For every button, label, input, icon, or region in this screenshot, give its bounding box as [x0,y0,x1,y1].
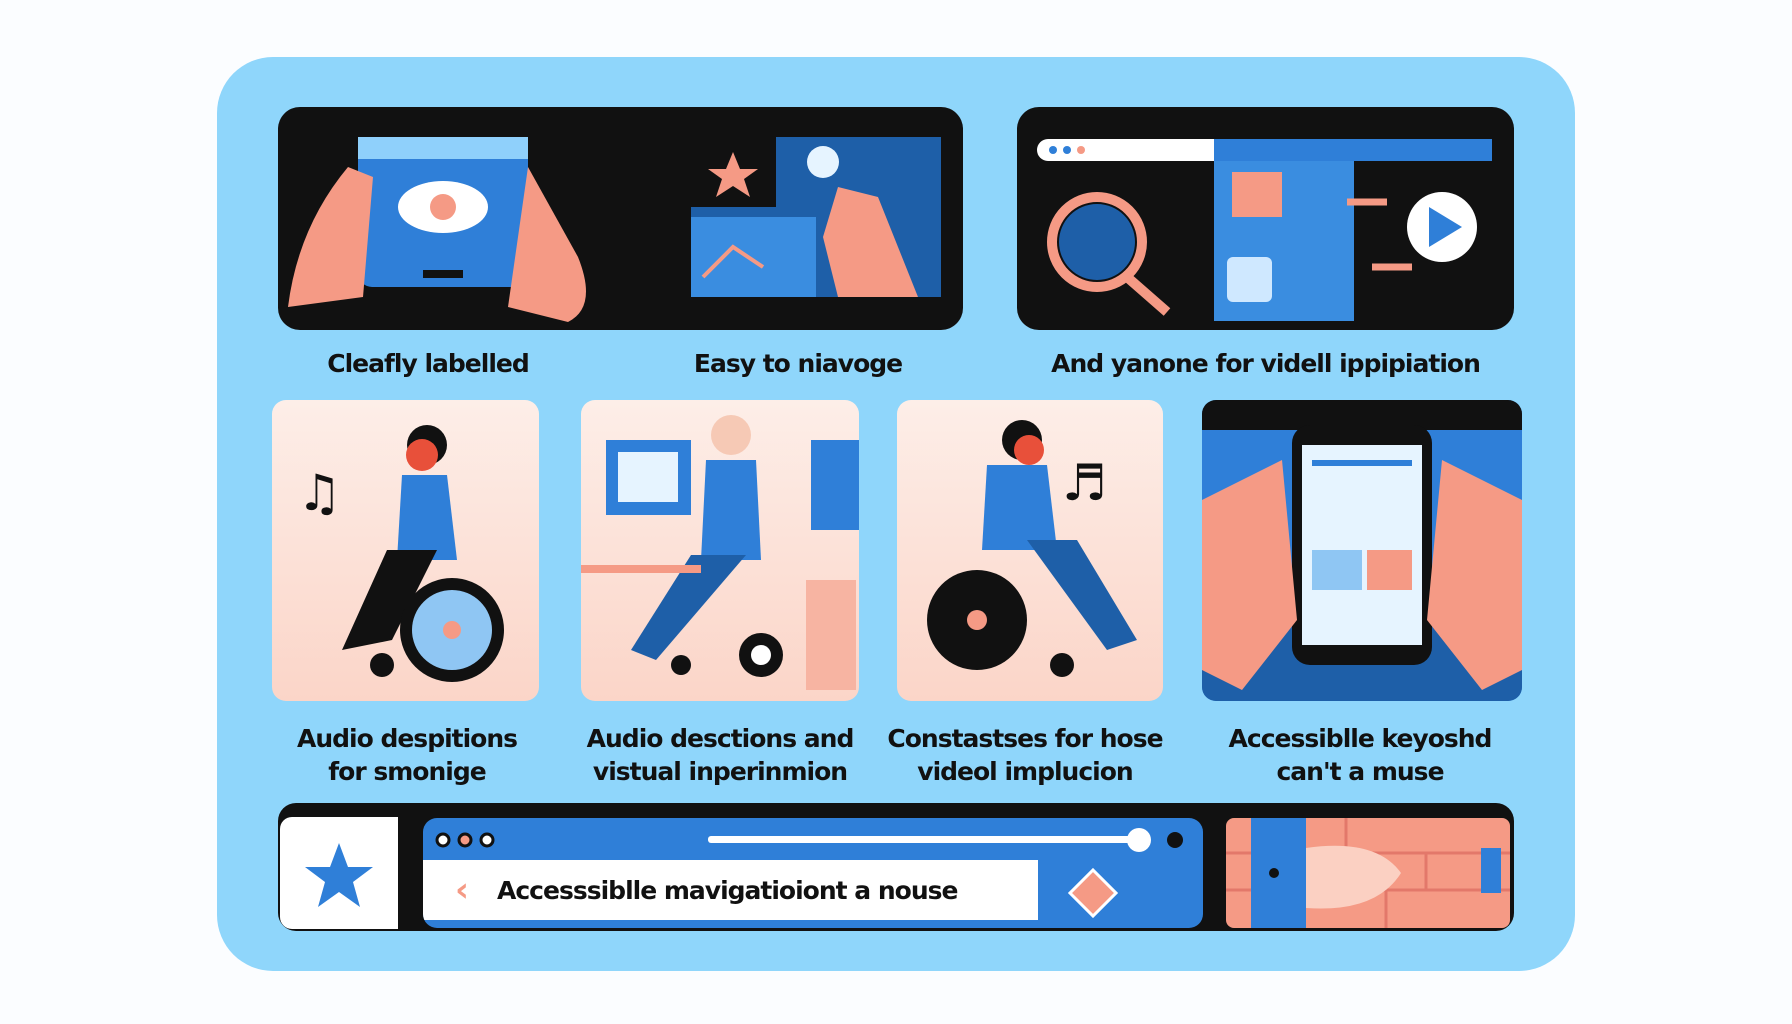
address-field[interactable]: ‹ Accesssiblle mavigatioiont a nouse [423,860,1038,920]
middle-label-4-line2: can't a muse [1276,757,1444,786]
bottom-navigation-bar: ‹ Accesssiblle mavigatioiont a nouse [278,803,1514,931]
middle-label-2-line2: vistual inperinmion [592,757,848,786]
video-player-illustration [1017,107,1514,330]
wheelchair-sound-illustration: ♬ [897,400,1163,701]
middle-label-4-line1: Accessiblle keyoshd [1228,724,1493,753]
svg-text:♬: ♬ [1062,454,1107,512]
window-dot-icon [479,832,495,848]
middle-label-1: Audio despitions for smonige [262,722,552,788]
window-dot-icon [457,832,473,848]
browser-window: ‹ Accesssiblle mavigatioiont a nouse [423,818,1203,928]
svg-text:♫: ♫ [297,464,342,522]
back-chevron-icon[interactable]: ‹ [455,870,470,910]
address-text: Accesssiblle mavigatioiont a nouse [497,875,958,905]
middle-label-4: Accessiblle keyoshd can't a muse [1215,722,1505,788]
wheelchair-music-illustration: ♫ [272,400,539,701]
diamond-icon[interactable] [1068,868,1118,918]
top-label-2: Easy to niavoge [693,349,903,378]
middle-label-1-line1: Audio despitions [296,724,518,753]
keyboard-hand-tile [1226,818,1510,928]
middle-label-2-line1: Audio desctions and [586,724,855,753]
window-dot-icon [435,832,451,848]
middle-label-3: Constastses for hose videol implucion [880,722,1170,788]
middle-label-2: Audio desctions and vistual inperinmion [575,722,865,788]
top-label-1: Cleafly labelled [327,349,529,378]
labelled-controls-illustration [278,107,963,330]
tablet-keyboard-illustration [1202,400,1522,701]
favorite-tile[interactable] [280,817,398,929]
middle-label-1-line2: for smonige [328,757,486,786]
middle-label-3-line2: videol implucion [917,757,1133,786]
top-label-3: And yanone for videll ippipiation [1051,349,1481,378]
desk-computer-illustration [581,400,859,701]
middle-label-3-line1: Constastses for hose [887,724,1163,753]
star-icon [305,843,373,907]
